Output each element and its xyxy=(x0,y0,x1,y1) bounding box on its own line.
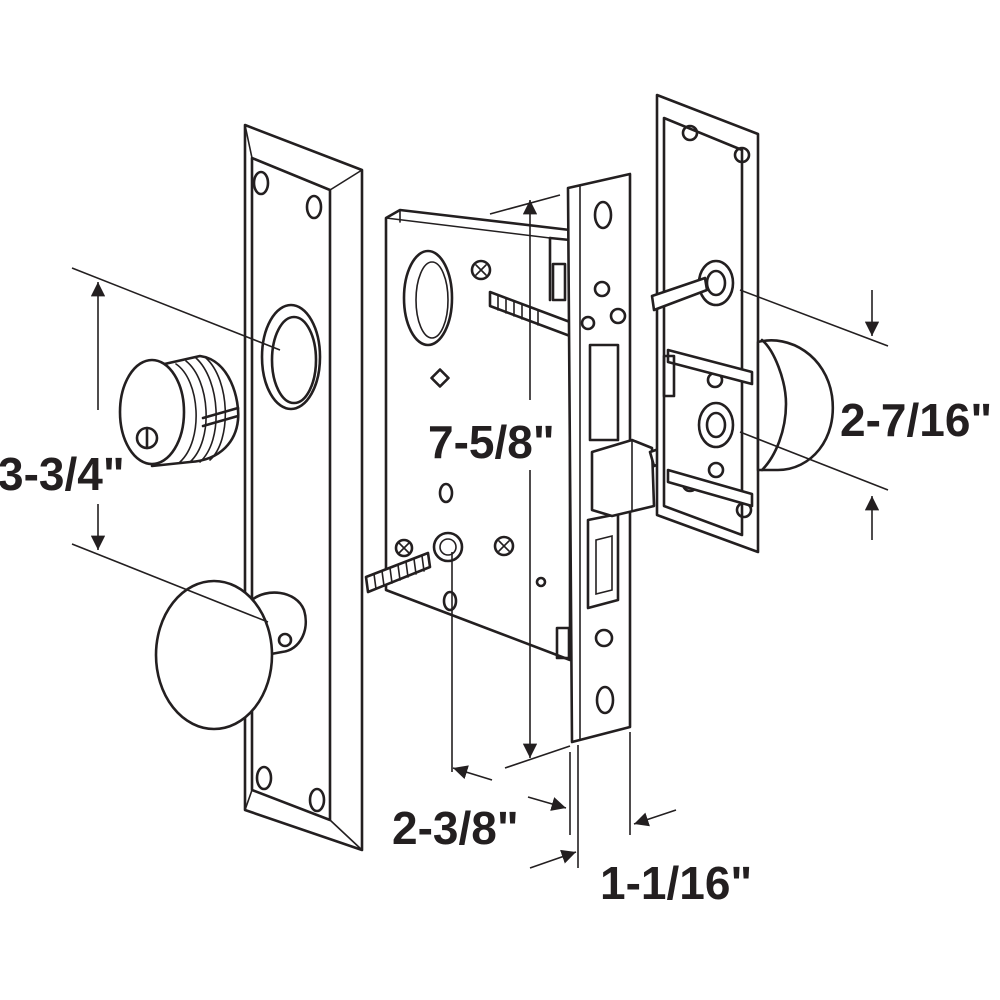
dimension-2-3-8: 2-3/8" xyxy=(392,552,579,868)
dimension-label-7-5-8: 7-5/8" xyxy=(428,416,555,468)
dimension-7-5-8: 7-5/8" xyxy=(428,194,571,769)
inner-knob xyxy=(756,338,835,472)
dimension-label-3-3-4: 3-3/4" xyxy=(0,448,125,500)
dimension-1-1-16: 1-1/16" xyxy=(529,732,752,909)
dimension-label-2-7-16: 2-7/16" xyxy=(840,394,992,446)
dimension-2-7-16: 2-7/16" xyxy=(739,289,992,540)
inner-escutcheon-plate xyxy=(650,93,760,554)
outer-knob xyxy=(154,579,307,731)
mortise-cylinder xyxy=(118,354,240,468)
dimension-label-1-1-16: 1-1/16" xyxy=(600,857,752,909)
dimension-label-2-3-8: 2-3/8" xyxy=(392,802,519,854)
outer-spindle xyxy=(364,551,432,594)
dimension-3-3-4: 3-3/4" xyxy=(0,267,281,623)
outer-escutcheon-plate xyxy=(243,123,364,852)
